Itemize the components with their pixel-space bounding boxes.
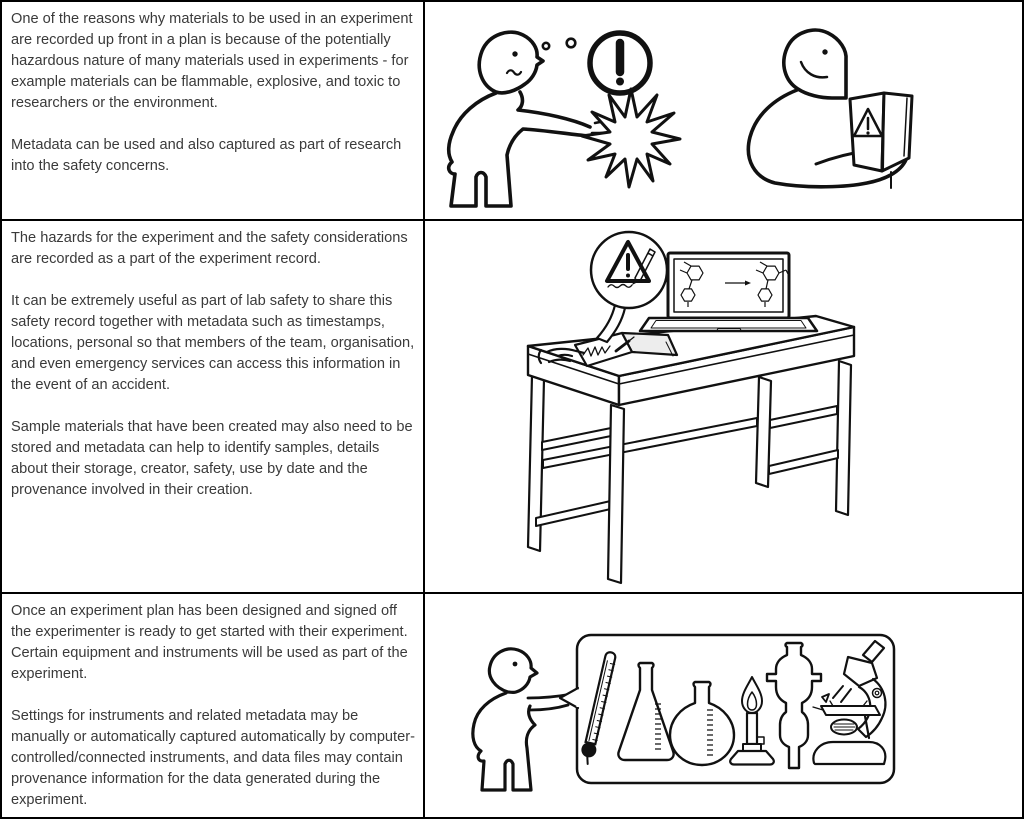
paragraph: Once an experiment plan has been designe… xyxy=(11,603,408,682)
paragraph: Metadata can be used and also captured a… xyxy=(11,137,402,174)
lab-desk-illustration xyxy=(526,230,856,585)
eye xyxy=(512,661,518,667)
eye xyxy=(512,51,518,57)
equipment-scene-illustration xyxy=(471,633,896,792)
pencil-icon xyxy=(632,248,656,285)
bubble-tail xyxy=(595,303,627,344)
paragraph: Sample materials that have been created … xyxy=(11,419,413,498)
safety-manual-book xyxy=(848,91,914,189)
smile xyxy=(799,60,829,79)
explosion-starburst-icon xyxy=(580,87,682,189)
paragraph: Settings for instruments and related met… xyxy=(11,708,415,808)
presenting-person-figure xyxy=(471,647,586,792)
cell-row2-illustration xyxy=(425,221,1022,594)
head xyxy=(487,647,539,695)
cell-row3-illustration xyxy=(425,594,1022,817)
cell-row1-text: One of the reasons why materials to be u… xyxy=(2,2,425,221)
pencil xyxy=(614,339,631,353)
reading-person-figure xyxy=(746,28,914,189)
paragraph: One of the reasons why materials to be u… xyxy=(11,11,413,111)
cell-row3-text: Once an experiment plan has been designe… xyxy=(2,594,425,817)
laptop-base xyxy=(638,316,819,333)
objectives xyxy=(832,685,852,703)
handwriting-squiggle xyxy=(582,345,611,357)
warning-triangle-icon xyxy=(852,107,884,138)
exclamation-circle-icon xyxy=(587,30,653,96)
bunsen-burner-icon xyxy=(729,676,775,766)
cell-row2-text: The hazards for the experiment and the s… xyxy=(2,221,425,594)
worried-mouth xyxy=(505,69,523,76)
thermometer-icon xyxy=(581,651,617,765)
writing-hand xyxy=(537,347,586,365)
head xyxy=(782,28,848,100)
thought-dots-icon xyxy=(541,37,577,51)
note-squiggle xyxy=(607,283,633,289)
paragraph: It can be extremely useful as part of la… xyxy=(11,293,415,393)
microscope-head xyxy=(842,655,879,688)
speech-bubble-warning xyxy=(589,230,669,344)
arm xyxy=(856,677,887,739)
condenser-column-icon xyxy=(765,641,823,770)
thinking-person-figure xyxy=(446,30,607,208)
bubble-tail xyxy=(558,686,580,710)
desk xyxy=(526,314,856,585)
erlenmeyer-flask-icon xyxy=(617,661,675,762)
stage xyxy=(820,705,881,716)
base xyxy=(812,740,887,766)
round-bottom-flask-icon xyxy=(668,680,736,767)
lab-notebook xyxy=(573,331,679,368)
cell-row1-illustration xyxy=(425,2,1022,221)
eye xyxy=(822,49,828,55)
laptop xyxy=(638,251,819,333)
microscope-icon xyxy=(812,639,887,766)
paragraph: The hazards for the experiment and the s… xyxy=(11,230,408,267)
hazard-scene-illustration xyxy=(446,28,914,208)
eyepiece xyxy=(861,639,886,664)
chemical-reaction-diagram xyxy=(679,261,790,307)
head xyxy=(477,30,545,95)
